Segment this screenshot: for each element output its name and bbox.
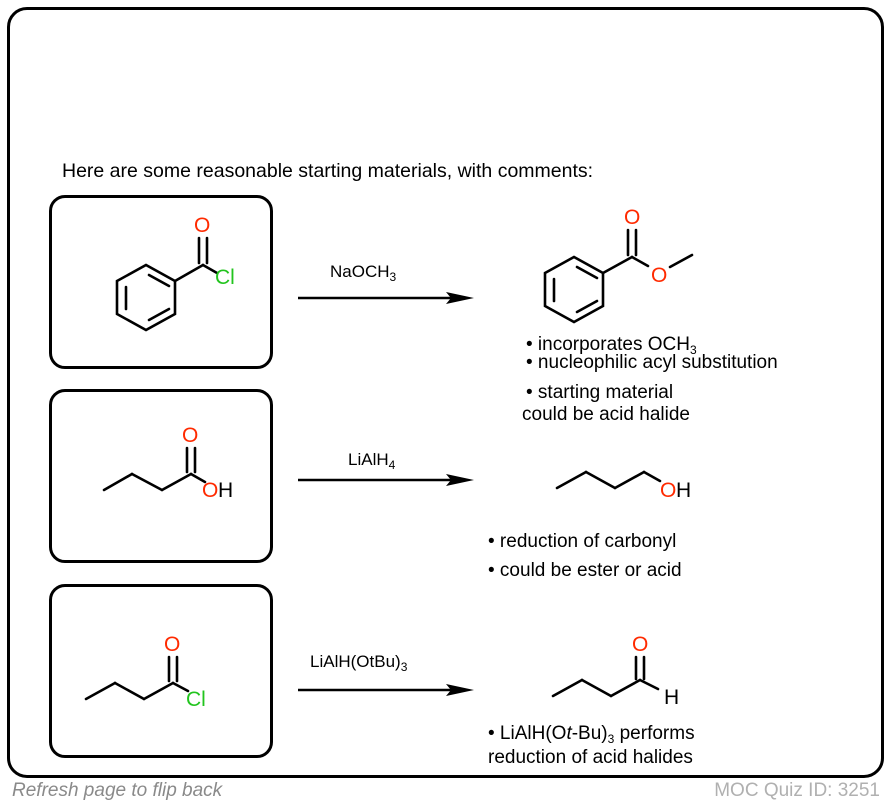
reagent-label-2: LiAlH4 bbox=[348, 450, 396, 472]
carbon-bond bbox=[551, 678, 584, 698]
c-cl-bond bbox=[171, 681, 190, 693]
note-1-4: could be acid halide bbox=[522, 404, 690, 425]
carbonyl-oxygen: O bbox=[182, 424, 198, 447]
reagent-label-1: NaOCH3 bbox=[330, 262, 397, 284]
c-oh-bond bbox=[189, 472, 207, 484]
note-text: • incorporates OCH bbox=[526, 334, 690, 355]
note-3-1: • LiAlH(Ot-Bu)3 performs bbox=[488, 723, 695, 745]
reaction-arrow-2 bbox=[298, 474, 474, 486]
aromatic-inner-bond bbox=[147, 307, 171, 322]
ring-carbonyl-bond bbox=[601, 255, 634, 275]
hydroxyl-hydrogen: H bbox=[218, 479, 233, 502]
reagent-text: LiAlH bbox=[348, 450, 389, 469]
oxygen-atom: O bbox=[194, 214, 210, 237]
note-2-2: • could be ester or acid bbox=[488, 560, 682, 581]
carbon-bond bbox=[609, 678, 642, 698]
c-cl-bond bbox=[201, 263, 219, 275]
reaction-arrow-1 bbox=[298, 292, 474, 304]
note-1-2: • nucleophilic acyl substitution bbox=[526, 352, 778, 373]
reagent-subscript: 4 bbox=[388, 458, 396, 472]
note-3-2: reduction of acid halides bbox=[488, 747, 693, 768]
carbonyl-oxygen: O bbox=[632, 633, 648, 656]
oxygen-atom: O bbox=[164, 633, 180, 656]
butanal-structure: O H bbox=[551, 633, 679, 709]
carbon-bond bbox=[84, 681, 117, 701]
note-subscript: 3 bbox=[690, 343, 697, 357]
butanol-structure: O H bbox=[555, 470, 691, 502]
ring-carbonyl-bond bbox=[173, 263, 205, 283]
c-o-bond bbox=[630, 255, 650, 268]
note-text: performs bbox=[614, 723, 695, 744]
benzoyl-chloride-structure: O Cl bbox=[115, 214, 235, 332]
carbon-bond bbox=[130, 472, 164, 492]
chlorine-atom: Cl bbox=[186, 688, 206, 711]
quiz-id-label: MOC Quiz ID: 3251 bbox=[714, 780, 880, 801]
chlorine-atom: Cl bbox=[215, 266, 235, 289]
reagent-label-3: LiAlH(OtBu)3 bbox=[310, 652, 408, 674]
methyl-benzoate-structure: O O bbox=[543, 206, 694, 324]
carbon-bond bbox=[102, 472, 134, 492]
quiz-card[interactable] bbox=[7, 7, 884, 778]
c-oh-bond bbox=[642, 470, 662, 483]
intro-text: Here are some reasonable starting materi… bbox=[62, 160, 594, 182]
hydroxyl-oxygen: O bbox=[202, 479, 218, 502]
reagent-text: LiAlH(OtBu) bbox=[310, 652, 401, 671]
c-h-bond bbox=[638, 678, 660, 691]
carbonyl-oxygen: O bbox=[624, 206, 640, 229]
starting-material-box-1: O Cl bbox=[49, 195, 273, 369]
note-2-1: • reduction of carbonyl bbox=[488, 531, 677, 552]
reagent-subscript: 3 bbox=[389, 270, 397, 284]
carbon-bond bbox=[160, 472, 193, 492]
carbon-bond bbox=[555, 470, 588, 490]
starting-material-box-2: O O H bbox=[49, 389, 273, 563]
starting-material-box-3: O Cl bbox=[49, 584, 273, 758]
ester-oxygen: O bbox=[651, 264, 667, 287]
carbon-bond bbox=[113, 681, 146, 701]
aromatic-inner-bond bbox=[147, 273, 171, 288]
hydroxyl-hydrogen: H bbox=[676, 479, 691, 502]
reagent-text: NaOCH bbox=[330, 262, 390, 281]
carbon-bond bbox=[580, 678, 613, 698]
aldehyde-hydrogen: H bbox=[664, 686, 679, 709]
o-methyl-bond bbox=[668, 253, 694, 269]
aromatic-inner-bond bbox=[575, 265, 599, 280]
note-subscript: 3 bbox=[607, 732, 615, 746]
butanoic-acid-structure: O O H bbox=[102, 424, 233, 502]
carbon-bond bbox=[613, 470, 646, 490]
reagent-subscript: 3 bbox=[400, 660, 408, 674]
note-italic: t bbox=[566, 723, 572, 744]
note-1-1: • incorporates OCH3 bbox=[526, 334, 697, 356]
carbon-bond bbox=[142, 681, 175, 701]
carbon-bond bbox=[584, 470, 617, 490]
flip-back-hint: Refresh page to flip back bbox=[12, 780, 223, 801]
note-1-3: • starting material bbox=[526, 382, 674, 403]
reaction-arrow-3 bbox=[298, 684, 474, 696]
butanoyl-chloride-structure: O Cl bbox=[84, 633, 206, 711]
benzene-ring-bond bbox=[115, 263, 177, 332]
hydroxyl-oxygen: O bbox=[660, 479, 676, 502]
note-text: -Bu) bbox=[571, 723, 608, 744]
benzene-ring-bond bbox=[543, 255, 605, 324]
note-text: • LiAlH(O bbox=[488, 723, 567, 744]
aromatic-inner-bond bbox=[575, 299, 599, 314]
